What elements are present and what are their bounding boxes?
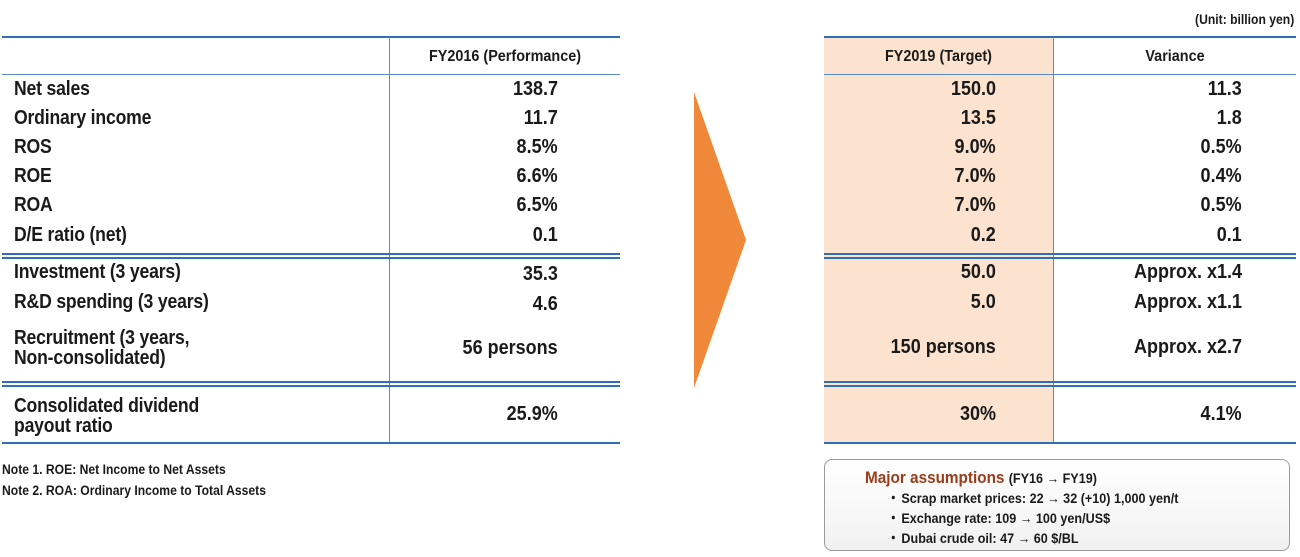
- assumption-exchange-rate: Exchange rate: 109 → 100 yen/US$: [901, 510, 1111, 526]
- bullet-icon: ・: [887, 510, 900, 526]
- bullet-icon: ・: [887, 530, 900, 546]
- right-table-bottom-rule: [824, 442, 1296, 444]
- cell-fy2016-recruitment: 56 persons: [462, 337, 558, 359]
- assumption-scrap-prices: Scrap market prices: 22 → 32 (+10) 1,000…: [901, 490, 1179, 506]
- cell-fy2019-recruitment: 150 persons: [890, 336, 996, 358]
- assumptions-title-text: Major assumptions: [865, 468, 1005, 487]
- assumption-item: ・Dubai crude oil: 47 → 60 $/BL: [887, 528, 1079, 548]
- cell-variance-roa: 0.5%: [1200, 194, 1242, 216]
- header-fy2019: FY2019 (Target): [885, 48, 992, 65]
- row-label-ordinary-income: Ordinary income: [14, 107, 152, 129]
- row-label-recruitment-line2: Non-consolidated): [14, 347, 166, 369]
- arrow-right-icon: [694, 92, 746, 388]
- row-label-dividend-line1: Consolidated dividend: [14, 395, 200, 417]
- header-fy2016: FY2016 (Performance): [428, 48, 582, 65]
- right-header-rule: [824, 74, 1296, 75]
- row-label-rd-spending: R&D spending (3 years): [14, 291, 209, 313]
- note-2: Note 2. ROA: Ordinary Income to Total As…: [2, 483, 266, 498]
- row-label-roa: ROA: [14, 194, 53, 216]
- cell-variance-ordinary-income: 1.8: [1216, 107, 1242, 129]
- cell-variance-investment: Approx. x1.4: [1133, 261, 1242, 283]
- assumption-item: ・Exchange rate: 109 → 100 yen/US$: [887, 508, 1110, 528]
- cell-fy2016-ordinary-income: 11.7: [523, 107, 558, 129]
- section-rule-2b: [2, 385, 620, 387]
- cell-variance-net-sales: 11.3: [1207, 78, 1242, 100]
- cell-fy2016-rd-spending: 4.6: [532, 293, 558, 315]
- cell-fy2016-net-sales: 138.7: [512, 78, 558, 100]
- cell-fy2019-roa: 7.0%: [954, 194, 996, 216]
- cell-fy2019-ordinary-income: 13.5: [960, 107, 996, 129]
- table-bottom-rule: [2, 442, 620, 444]
- row-label-roe: ROE: [14, 165, 52, 187]
- header-variance: Variance: [1145, 48, 1205, 65]
- cell-fy2016-investment: 35.3: [522, 263, 558, 285]
- assumption-crude-oil: Dubai crude oil: 47 → 60 $/BL: [901, 530, 1079, 546]
- assumptions-title: Major assumptions (FY16 → FY19): [865, 468, 1097, 488]
- cell-fy2016-roa: 6.5%: [516, 194, 558, 216]
- assumptions-box: Major assumptions (FY16 → FY19) ・Scrap m…: [824, 459, 1290, 551]
- row-label-dividend-line2: payout ratio: [14, 415, 113, 437]
- column-divider: [389, 37, 390, 442]
- cell-fy2019-investment: 50.0: [960, 261, 996, 283]
- row-label-net-sales: Net sales: [14, 78, 90, 100]
- right-section-rule-1a: [824, 253, 1296, 255]
- assumptions-subtitle: (FY16 → FY19): [1008, 470, 1097, 486]
- target-column-shade: [824, 37, 1053, 443]
- cell-fy2019-rd-spending: 5.0: [970, 291, 996, 313]
- right-table-top-rule: [824, 36, 1296, 38]
- right-section-rule-1b: [824, 257, 1296, 259]
- right-section-rule-2a: [824, 381, 1296, 383]
- cell-fy2019-ros: 9.0%: [954, 136, 996, 158]
- section-rule-1a: [2, 253, 620, 255]
- row-label-recruitment: Recruitment (3 years, Non-consolidated): [14, 328, 189, 368]
- bullet-icon: ・: [887, 490, 900, 506]
- cell-fy2019-net-sales: 150.0: [950, 78, 996, 100]
- row-label-ros: ROS: [14, 136, 52, 158]
- cell-variance-ros: 0.5%: [1200, 136, 1242, 158]
- row-label-investment: Investment (3 years): [14, 261, 181, 283]
- cell-fy2019-roe: 7.0%: [954, 165, 996, 187]
- cell-fy2016-roe: 6.6%: [516, 165, 558, 187]
- note-1: Note 1. ROE: Net Income to Net Assets: [2, 462, 226, 477]
- cell-fy2016-dividend-payout: 25.9%: [506, 403, 558, 425]
- cell-variance-rd-spending: Approx. x1.1: [1133, 291, 1242, 313]
- cell-fy2016-ros: 8.5%: [516, 136, 558, 158]
- right-section-rule-2b: [824, 385, 1296, 387]
- unit-label: (Unit: billion yen): [1194, 12, 1294, 27]
- cell-fy2019-de-ratio: 0.2: [970, 224, 996, 246]
- table-top-rule: [2, 36, 620, 38]
- right-column-divider: [1053, 37, 1054, 442]
- assumption-item: ・Scrap market prices: 22 → 32 (+10) 1,00…: [887, 488, 1178, 508]
- cell-variance-roe: 0.4%: [1200, 165, 1242, 187]
- cell-fy2019-dividend-payout: 30%: [959, 403, 996, 425]
- row-label-de-ratio: D/E ratio (net): [14, 224, 127, 246]
- cell-variance-de-ratio: 0.1: [1216, 224, 1242, 246]
- section-rule-2a: [2, 381, 620, 383]
- cell-variance-dividend-payout: 4.1%: [1200, 403, 1242, 425]
- cell-fy2016-de-ratio: 0.1: [532, 224, 558, 246]
- row-label-dividend-payout: Consolidated dividend payout ratio: [14, 396, 199, 436]
- row-label-recruitment-line1: Recruitment (3 years,: [14, 327, 190, 349]
- header-rule: [2, 74, 620, 75]
- section-rule-1b: [2, 257, 620, 259]
- cell-variance-recruitment: Approx. x2.7: [1133, 336, 1242, 358]
